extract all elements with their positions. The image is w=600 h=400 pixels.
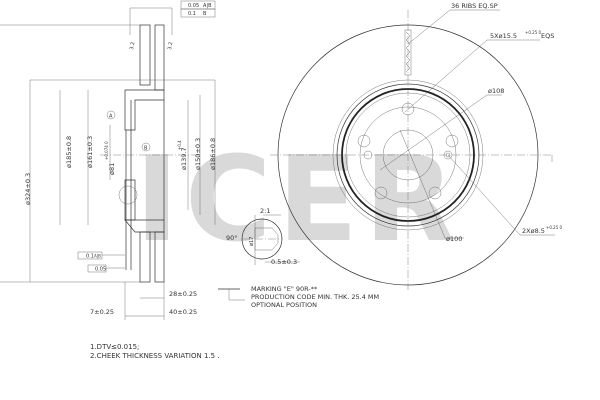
dim-d150: ø150±0.3 (194, 138, 202, 170)
svg-text:A|B: A|B (203, 3, 212, 9)
dim-chamfer-angle: 90° (226, 234, 238, 242)
datum-a (106, 110, 116, 120)
label-holes-5x-suffix: EQS (541, 32, 554, 40)
label-holes-2x-tol: +0.25 0 (546, 225, 563, 230)
tolerance-frame-left: 0.1 A|B 0.05 (77, 251, 125, 273)
note-1: 1.DTV≤0.015; (90, 343, 140, 351)
label-holes-5x-tol: +0.25 0 (525, 30, 542, 35)
roughness-left: 3.2 (129, 41, 136, 50)
dim-d81-tol: +0.074 0 (104, 141, 109, 160)
detail-view (241, 214, 300, 265)
icer-watermark: ICER (135, 130, 461, 268)
dim-d139: ø139.7 (180, 147, 188, 170)
roughness-right: 3.2 (167, 41, 174, 50)
dim-height-40: 40±0.25 (169, 308, 197, 316)
marking-line3: OPTIONAL POSITION (251, 301, 317, 309)
datum-b (141, 142, 151, 152)
marking-line2: PRODUCTION CODE MIN. THK. 25.4 MM (251, 293, 379, 301)
label-pcd-100: ø100 (446, 235, 462, 243)
svg-text:0.1: 0.1 (86, 254, 94, 260)
svg-text:0.05: 0.05 (95, 267, 106, 273)
note-2: 2.CHEEK THICKNESS VARIATION 1.5 . (90, 352, 220, 360)
dim-thickness-28: 28±0.25 (169, 290, 197, 298)
dim-outer-diameter: ø324±0.3 (24, 173, 32, 205)
datum-b-label: B (144, 146, 148, 152)
marking-line1: MARKING "E" 90R-** (251, 285, 318, 293)
svg-text:0.1: 0.1 (188, 11, 196, 17)
cross-section (0, 7, 216, 320)
dim-d81: ø81 (108, 163, 116, 175)
detail-scale: 2:1 (260, 207, 270, 215)
tolerance-frame-top: 0.05 A|B 0.1 B (180, 0, 216, 18)
dim-d185: ø185±0.8 (65, 136, 73, 168)
label-pcd-108: ø108 (488, 87, 504, 95)
dim-offset-7: 7±0.25 (90, 308, 114, 316)
dim-d139-tol: +0.4 (177, 140, 182, 150)
dim-d161: ø161±0.3 (86, 136, 94, 168)
label-holes-2x: 2Xø8.5 (522, 227, 545, 235)
front-view (270, 9, 555, 290)
label-holes-5x: 5Xø15.5 (490, 32, 517, 40)
svg-text:A|B: A|B (94, 254, 101, 259)
dim-d186: ø186±0.8 (209, 138, 217, 170)
datum-a-label: A (109, 114, 113, 120)
dim-hole-17: ø17 (249, 237, 255, 246)
svg-text:B: B (203, 11, 207, 17)
dim-chamfer-05: 0.5±0.3 (271, 258, 297, 266)
svg-text:0.05: 0.05 (188, 3, 199, 9)
label-ribs: 36 RIBS EQ.SP (451, 2, 498, 10)
